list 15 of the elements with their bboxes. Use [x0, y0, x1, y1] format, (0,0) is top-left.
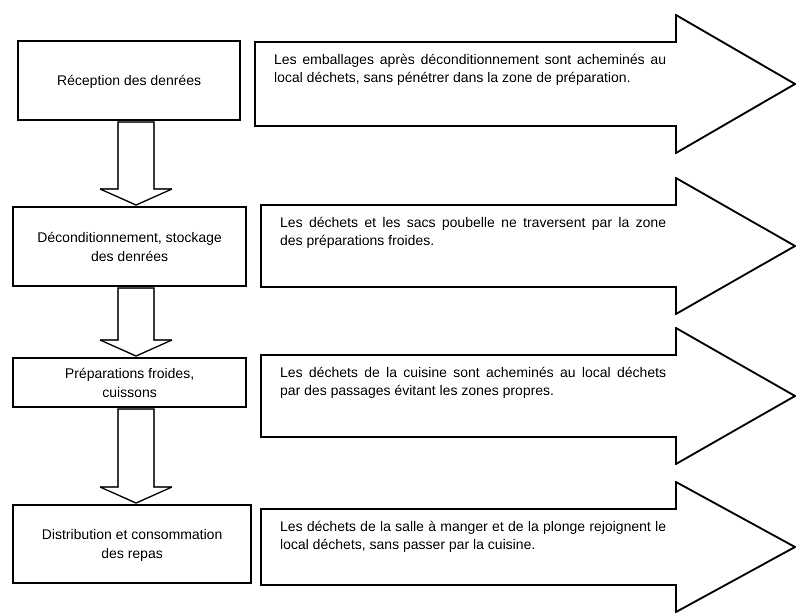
process-box — [12, 357, 247, 408]
step-label: Distribution et consommation des repas — [40, 525, 224, 563]
arrow-text: Les déchets de la cuisine sont acheminés au local déchets par des passages évitant les zones propres. — [280, 363, 666, 400]
process-box — [12, 504, 252, 584]
arrow-text: Les déchets de la salle à manger et de la plonge rejoignent le local déchets, sans passer par la cuisine. — [280, 517, 666, 554]
process-box — [17, 40, 241, 121]
block-arrow — [99, 287, 173, 357]
step-label: Déconditionnement, stockage des denrées — [36, 228, 223, 266]
arrow-text: Les déchets et les sacs poubelle ne traversent par la zone des préparations froides. — [280, 213, 666, 250]
block-arrow — [99, 408, 173, 504]
step-label: Réception des denrées — [57, 71, 201, 90]
process-box — [12, 206, 247, 287]
block-arrow — [99, 121, 173, 206]
step-label: Préparations froides, cuissons — [64, 364, 196, 402]
arrow-text: Les emballages après déconditionnement sont acheminés au local déchets, sans pénétrer dans la zone de préparation. — [274, 50, 666, 86]
